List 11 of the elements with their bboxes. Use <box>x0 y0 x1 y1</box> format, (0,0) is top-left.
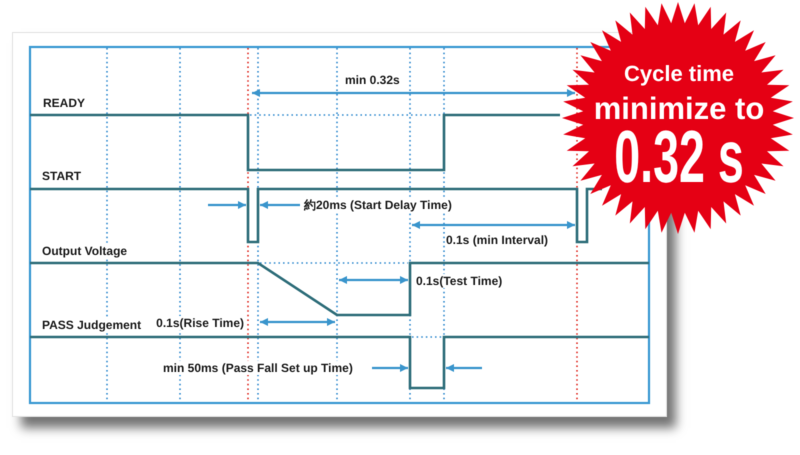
signal-name: PASS Judgement <box>41 318 142 332</box>
badge-title: Cycle time <box>624 63 734 85</box>
timing-label: min 50ms (Pass Fall Set up Time) <box>162 361 354 375</box>
signal-name: Output Voltage <box>41 244 128 258</box>
signal-name: READY <box>42 96 86 110</box>
timing-label: min 0.32s <box>344 73 401 87</box>
timing-label: 0.1s(Rise Time) <box>155 316 245 330</box>
signal-name: START <box>41 169 82 183</box>
timing-label: 0.1s (min Interval) <box>445 233 550 247</box>
timing-label: 約20ms (Start Delay Time) <box>303 198 453 212</box>
timing-label: 0.1s(Test Time) <box>415 274 504 288</box>
